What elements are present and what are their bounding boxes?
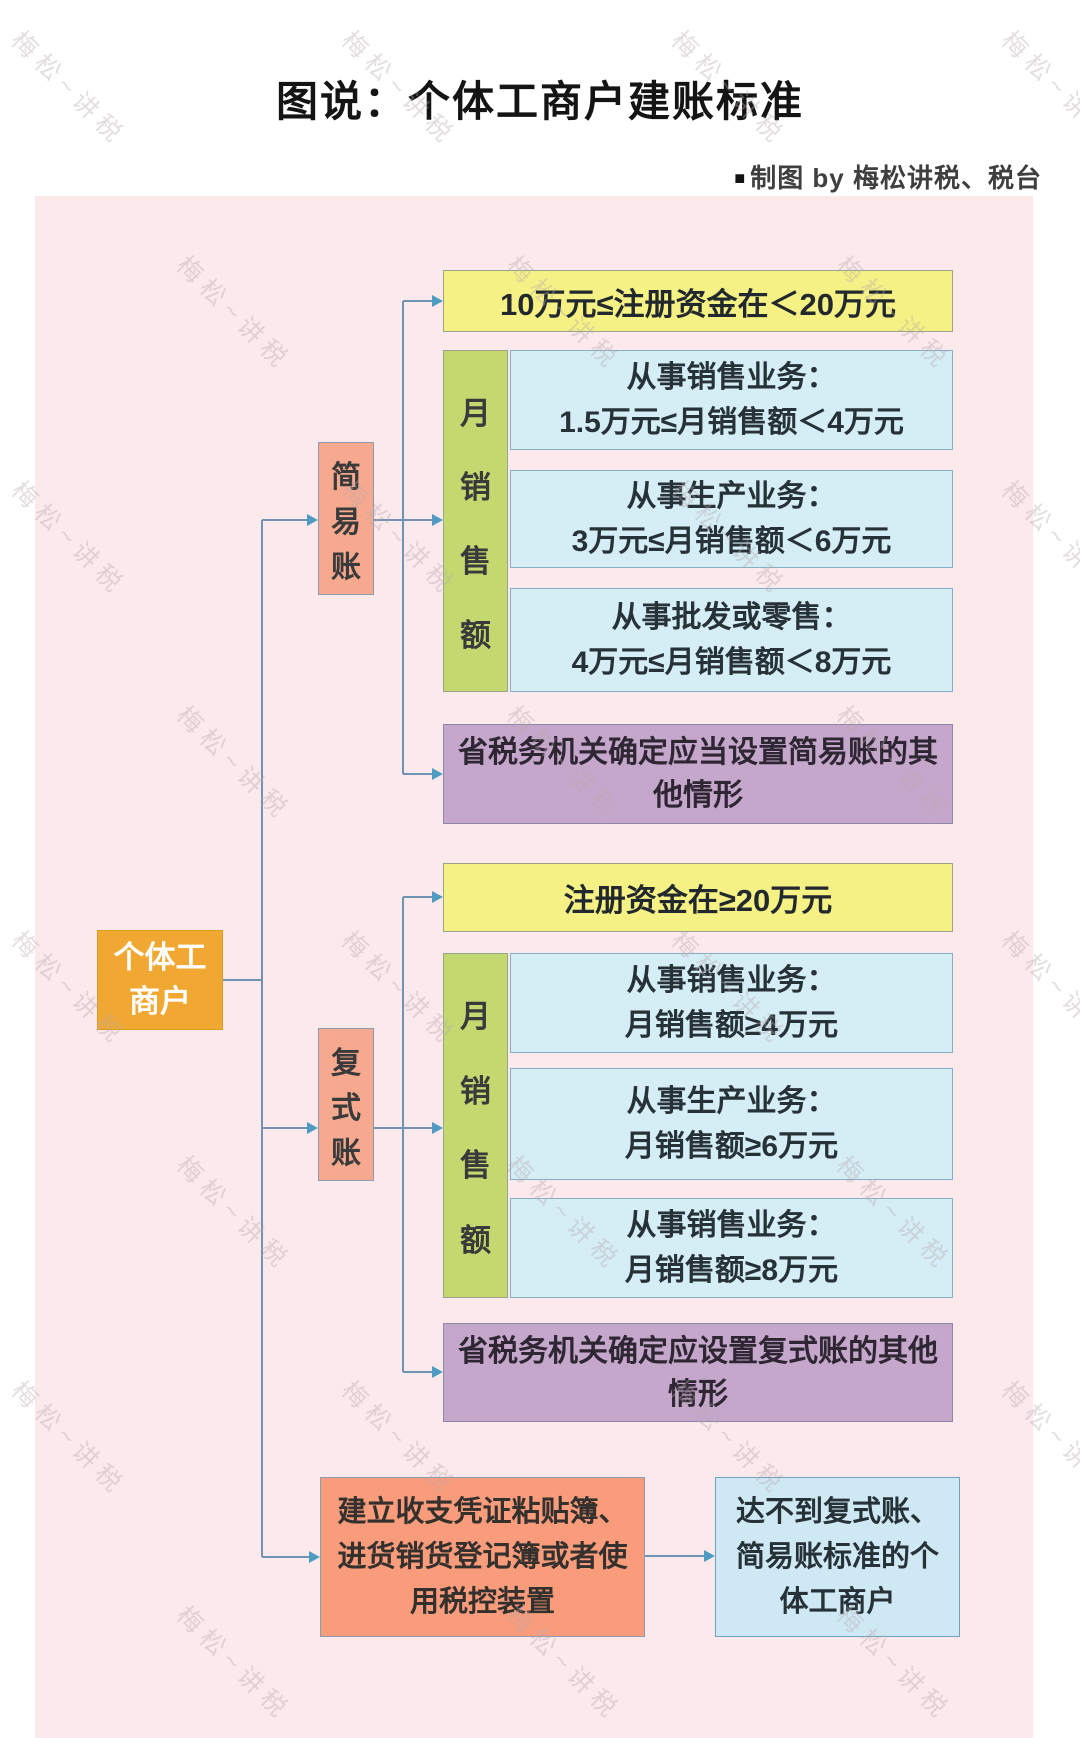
condition-line: 从事销售业务：	[626, 1209, 837, 1242]
arrowhead	[432, 768, 443, 780]
target-line: 达不到复式账、	[735, 1495, 939, 1528]
arrowhead	[307, 1122, 318, 1134]
simple-monthly-sales-column: 月 销 售 额	[443, 350, 508, 692]
monthly-sales-char: 额	[460, 617, 491, 653]
credit-line: ■制图 by 梅松讲税、税台	[734, 158, 1042, 195]
condition-line: 4万元≤月销售额＜8万元	[571, 646, 892, 679]
condition-line: 月销售额≥8万元	[624, 1254, 839, 1287]
arrowhead	[432, 1122, 443, 1134]
double-capital-requirement-box: 注册资金在≥20万元	[443, 863, 953, 932]
arrowhead	[704, 1550, 715, 1562]
voucher-line: 用税控装置	[409, 1585, 555, 1618]
root-label-line1: 个体工	[113, 940, 207, 975]
simple-account-node: 简 易 账	[318, 442, 374, 595]
double-entry-char: 复	[331, 1046, 361, 1080]
monthly-sales-char: 销	[460, 1073, 491, 1109]
double-other-cases-box: 省税务机关确定应设置复式账的其他 情形	[443, 1323, 953, 1422]
simple-account-char: 简	[331, 460, 361, 494]
double-condition-sales-box: 从事销售业务： 月销售额≥4万元	[510, 953, 953, 1053]
arrowhead	[432, 1366, 443, 1378]
below-standard-business-box: 达不到复式账、 简易账标准的个 体工商户	[715, 1477, 960, 1637]
monthly-sales-char: 售	[460, 543, 491, 579]
arrowhead	[432, 295, 443, 307]
root-label-line2: 商户	[129, 984, 191, 1019]
condition-line: 从事生产业务：	[626, 1085, 837, 1118]
simple-condition-production-box: 从事生产业务： 3万元≤月销售额＜6万元	[510, 470, 953, 568]
double-entry-char: 账	[331, 1136, 361, 1170]
credit-text: 制图 by 梅松讲税、税台	[750, 163, 1042, 193]
other-cases-line: 他情形	[653, 779, 743, 812]
voucher-line: 进货销货登记簿或者使	[337, 1540, 628, 1573]
double-condition-sales2-box: 从事销售业务： 月销售额≥8万元	[510, 1198, 953, 1298]
condition-line: 从事销售业务：	[626, 361, 837, 394]
condition-line: 3万元≤月销售额＜6万元	[571, 525, 892, 558]
monthly-sales-char: 销	[460, 469, 491, 505]
simple-condition-sales-box: 从事销售业务： 1.5万元≤月销售额＜4万元	[510, 350, 953, 450]
arrowhead	[432, 891, 443, 903]
simple-condition-wholesale-retail-box: 从事批发或零售： 4万元≤月销售额＜8万元	[510, 588, 953, 692]
double-monthly-sales-column: 月 销 售 额	[443, 953, 508, 1298]
root-node-individual-business: 个体工 商户	[97, 930, 223, 1030]
simple-account-char: 易	[331, 505, 361, 539]
condition-line: 从事生产业务：	[626, 480, 837, 513]
arrowhead	[309, 1551, 320, 1563]
monthly-sales-char: 售	[460, 1148, 491, 1184]
voucher-registry-box: 建立收支凭证粘贴簿、 进货销货登记簿或者使 用税控装置	[320, 1477, 645, 1637]
connector-path	[223, 300, 706, 1558]
target-line: 简易账标准的个	[735, 1540, 939, 1573]
monthly-sales-char: 月	[460, 998, 491, 1034]
simple-account-char: 账	[331, 550, 361, 584]
other-cases-line: 情形	[668, 1377, 728, 1411]
arrowhead	[432, 514, 443, 526]
monthly-sales-char: 月	[460, 395, 491, 431]
simple-capital-text: 10万元≤注册资金在＜20万元	[500, 286, 896, 322]
other-cases-line: 省税务机关确定应设置复式账的其他	[458, 1334, 938, 1368]
condition-line: 月销售额≥6万元	[624, 1130, 839, 1163]
double-entry-char: 式	[331, 1091, 361, 1125]
condition-line: 从事批发或零售：	[611, 601, 852, 634]
double-capital-text: 注册资金在≥20万元	[563, 883, 833, 918]
condition-line: 月销售额≥4万元	[624, 1009, 839, 1042]
condition-line: 从事销售业务：	[626, 964, 837, 997]
simple-other-cases-box: 省税务机关确定应当设置简易账的其 他情形	[443, 724, 953, 824]
simple-capital-requirement-box: 10万元≤注册资金在＜20万元	[443, 270, 953, 332]
arrowhead	[307, 514, 318, 526]
target-line: 体工商户	[779, 1585, 896, 1618]
bullet-square-icon: ■	[734, 168, 747, 188]
other-cases-line: 省税务机关确定应当设置简易账的其	[458, 736, 938, 769]
monthly-sales-char: 额	[460, 1223, 491, 1259]
double-entry-account-node: 复 式 账	[318, 1028, 374, 1181]
voucher-line: 建立收支凭证粘贴簿、	[337, 1495, 628, 1528]
double-condition-production-box: 从事生产业务： 月销售额≥6万元	[510, 1068, 953, 1180]
connector-arrowheads	[307, 295, 715, 1563]
page-title: 图说：个体工商户建账标准	[275, 78, 804, 125]
condition-line: 1.5万元≤月销售额＜4万元	[559, 406, 904, 439]
